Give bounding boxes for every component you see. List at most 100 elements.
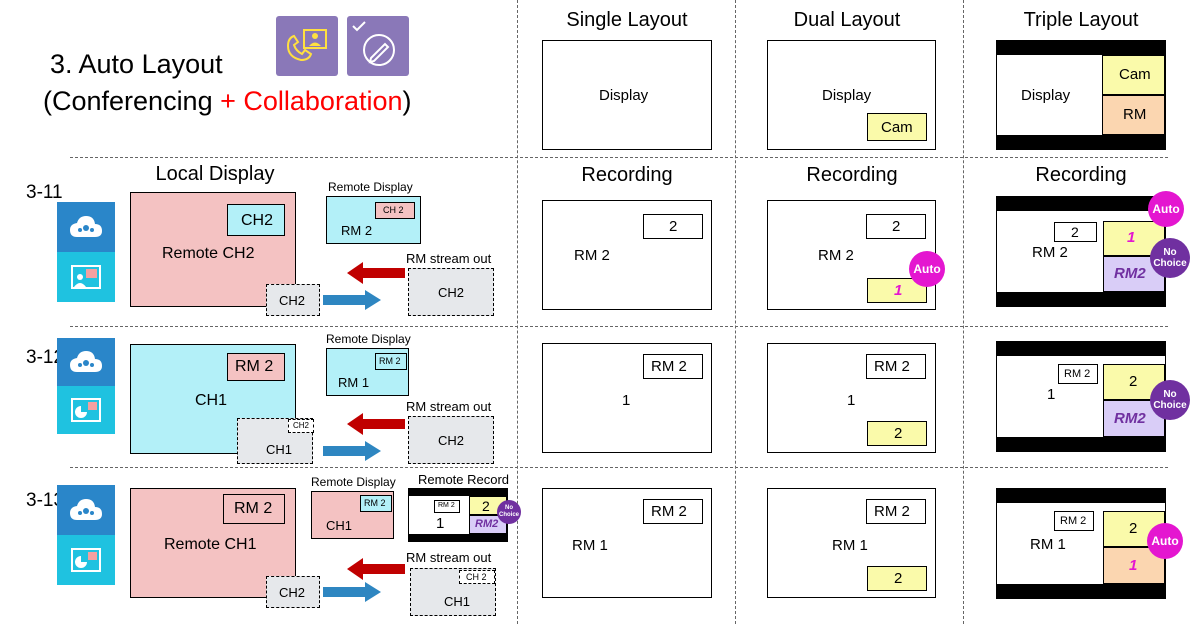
local-pip-label: CH2 — [279, 585, 306, 600]
local-pip-small: CH2 — [288, 419, 314, 433]
dual-recording: RM 2 RM 1 2 — [767, 488, 936, 598]
stream-out-box: CH1 CH 2 — [410, 568, 496, 616]
rd-inset-label: RM 2 — [379, 356, 401, 366]
remote-display-label: Remote Display — [311, 475, 396, 489]
column-divider — [517, 0, 518, 624]
stream-small: CH 2 — [459, 570, 495, 584]
stream-label: CH1 — [444, 594, 471, 609]
inset-label: RM 2 — [651, 358, 687, 375]
triple-recording: 2 RM 2 1 RM2 — [996, 196, 1166, 307]
main-label: RM 1 — [572, 537, 608, 554]
single-recording: RM 2 1 — [542, 343, 712, 453]
main-label: RM 2 — [574, 247, 610, 264]
shared-content-icon — [57, 386, 115, 434]
local-display-main: Remote CH2 CH2 — [130, 192, 296, 307]
page-title: 3. Auto Layout — [50, 49, 223, 79]
arrow-blue-right — [323, 290, 381, 310]
no-text: No — [1163, 247, 1177, 258]
stream-label: CH2 — [438, 285, 465, 300]
stream-out-label: RM stream out — [406, 251, 492, 266]
bottom-pane-label: RM2 — [1114, 410, 1146, 427]
rd-inset: CH 2 — [375, 202, 415, 219]
letterbox-bar — [997, 135, 1165, 149]
auto-bubble: Auto — [909, 251, 945, 287]
inset-label: 2 — [892, 218, 901, 235]
rr-bottom: RM2 — [469, 515, 507, 534]
main-label: RM 2 — [1032, 244, 1068, 261]
rr-bottom-label: RM2 — [475, 518, 499, 530]
auto-bubble: Auto — [1147, 523, 1183, 559]
local-pip-small-label: CH2 — [293, 421, 310, 430]
local-inset-label: RM 2 — [235, 358, 274, 375]
rd-inset-label: RM 2 — [364, 498, 386, 508]
stream-label: CH2 — [438, 433, 465, 448]
rr-main-label: 1 — [436, 515, 445, 532]
dual-layout-preview: Display Cam — [767, 40, 936, 150]
letterbox-bar — [409, 489, 507, 496]
single-layout-preview: Display — [542, 40, 712, 150]
no-choice-bubble: No Choice — [497, 500, 521, 524]
bottom-pane-label: 1 — [1129, 557, 1138, 574]
triple-recording: RM 2 RM 1 2 1 — [996, 488, 1166, 599]
remote-display-box: RM 1 RM 2 — [326, 348, 409, 396]
inset: 2 — [866, 214, 926, 239]
cloud-group-icon — [57, 338, 115, 386]
row-id: 3-11 — [26, 182, 63, 203]
local-pip-label: CH2 — [279, 293, 306, 308]
row-divider — [70, 157, 1168, 158]
stream-small-label: CH 2 — [466, 572, 487, 582]
inset: RM 2 — [866, 354, 926, 379]
inset: 2 — [1054, 222, 1097, 242]
row-id: 3-12 — [26, 347, 65, 368]
top-pane-label: 1 — [1127, 229, 1136, 246]
rr-inset-label: RM 2 — [438, 502, 455, 509]
rm-pane: RM — [1102, 95, 1165, 135]
inset-label: 2 — [669, 218, 678, 235]
inset: RM 2 — [1058, 364, 1098, 384]
inset-label: RM 2 — [1060, 515, 1087, 527]
inset-label: RM 2 — [874, 358, 910, 375]
local-pip: CH2 — [266, 284, 320, 316]
display-label: Display — [822, 87, 872, 104]
letterbox-bar — [997, 342, 1165, 356]
local-inset-label: CH2 — [241, 212, 274, 229]
rd-main-label: RM 2 — [341, 223, 373, 238]
choice-text: Choice — [1153, 400, 1187, 411]
triple-recording: RM 2 1 2 RM2 — [996, 341, 1166, 452]
pip: 2 — [867, 421, 927, 446]
local-inset: CH2 — [227, 204, 285, 236]
pip-label: 1 — [894, 282, 903, 299]
row-divider — [70, 467, 1168, 468]
display-label: Display — [599, 87, 649, 104]
single-recording: 2 RM 2 — [542, 200, 712, 310]
dual-recording: RM 2 1 2 — [767, 343, 936, 453]
bottom-pane: RM2 — [1103, 400, 1165, 437]
rd-inset-label: CH 2 — [383, 205, 404, 215]
local-main-label: Remote CH2 — [162, 245, 255, 262]
stream-out-box: CH2 — [408, 268, 494, 316]
letterbox-bar — [997, 489, 1165, 503]
arrow-blue-right — [323, 441, 381, 461]
letterbox-bar — [997, 41, 1165, 55]
recording-header-single: Recording — [581, 164, 673, 186]
inset: RM 2 — [643, 354, 703, 379]
local-pip-label: CH1 — [266, 442, 293, 457]
inset: RM 2 — [1054, 511, 1094, 531]
letterbox-bar — [997, 437, 1165, 451]
local-inset: RM 2 — [227, 353, 285, 381]
choice-text: Choice — [1153, 258, 1187, 269]
rd-main-label: CH1 — [326, 518, 353, 533]
subtitle-plus: + — [220, 86, 244, 116]
subtitle-collab: Collaboration — [243, 86, 403, 116]
remote-display-box: RM 2 CH 2 — [326, 196, 421, 244]
inset: RM 2 — [643, 499, 703, 524]
local-main-label: CH1 — [195, 392, 228, 409]
inset: RM 2 — [866, 499, 926, 524]
local-pip: CH1 CH2 — [237, 418, 314, 464]
cloud-group-icon — [57, 485, 115, 535]
inset-label: RM 2 — [651, 503, 687, 520]
rr-inset: RM 2 — [434, 500, 460, 513]
letterbox-bar — [997, 584, 1165, 598]
letterbox-bar — [409, 534, 507, 541]
